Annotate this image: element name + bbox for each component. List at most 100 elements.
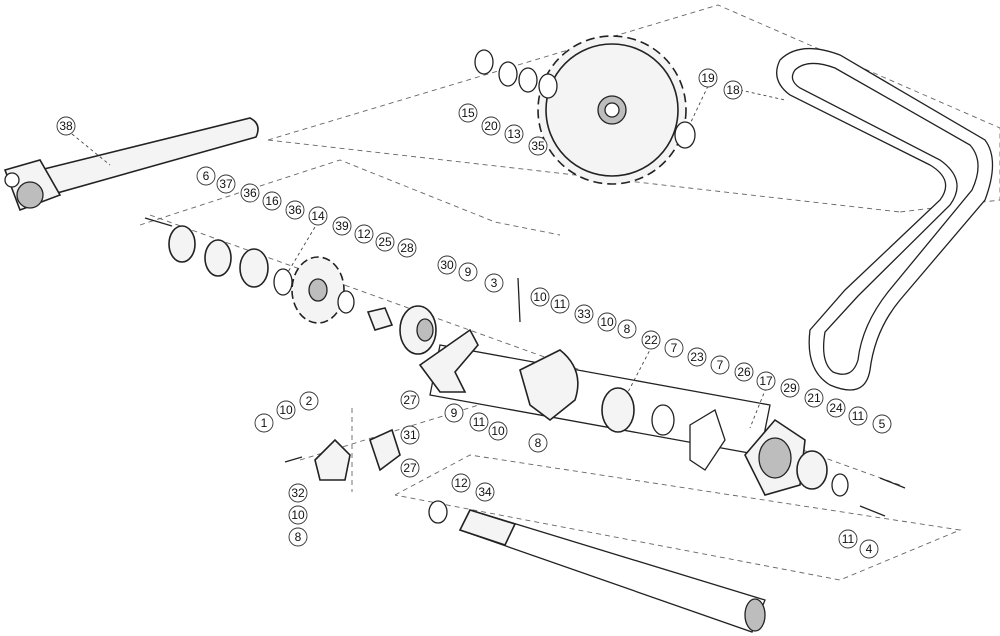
lower-shaft-spline	[458, 509, 517, 546]
bearing-21	[796, 450, 828, 490]
callout-label: 18	[726, 83, 740, 97]
callout-label: 39	[335, 219, 349, 233]
callout-27: 27	[400, 390, 420, 410]
middle-parts	[144, 217, 437, 355]
callout-label: 8	[624, 322, 631, 336]
callout-19: 19	[698, 68, 718, 88]
callout-circle	[475, 482, 495, 502]
callout-label: 35	[531, 139, 545, 153]
callout-8: 8	[288, 527, 308, 547]
callout-circle	[848, 406, 868, 426]
callout-circle	[826, 398, 846, 418]
callout-label: 23	[690, 350, 704, 364]
plate-23	[689, 409, 726, 471]
bolt-5	[879, 477, 906, 489]
callout-30: 30	[437, 255, 457, 275]
callout-circle	[530, 287, 550, 307]
callout-32: 32	[288, 483, 308, 503]
callout-circle	[285, 200, 305, 220]
callout-label: 22	[644, 333, 658, 347]
callout-label: 14	[311, 209, 325, 223]
callout-circle	[469, 412, 489, 432]
callout-24: 24	[826, 398, 846, 418]
callout-circle	[276, 400, 296, 420]
callout-label: 12	[357, 227, 371, 241]
callout-circle	[488, 421, 508, 441]
callout-circle	[528, 136, 548, 156]
callout-label: 19	[701, 71, 715, 85]
large-sprocket	[537, 35, 687, 185]
sprocket-39-hub	[308, 278, 328, 302]
callout-circle	[687, 347, 707, 367]
callout-circle	[288, 527, 308, 547]
callout-14: 14	[308, 206, 328, 226]
callout-21: 21	[804, 388, 824, 408]
callout-37: 37	[216, 174, 236, 194]
callout-label: 9	[451, 406, 458, 420]
bracket-32	[314, 438, 351, 481]
callout-11: 11	[848, 406, 868, 426]
callout-22: 22	[641, 330, 661, 350]
callout-35: 35	[528, 136, 548, 156]
callout-circle	[481, 116, 501, 136]
callout-circle	[240, 183, 260, 203]
ring-15	[474, 49, 494, 75]
callout-label: 25	[378, 235, 392, 249]
bracket-30	[418, 328, 479, 393]
upper-shaft	[3, 117, 259, 212]
ring-20	[498, 61, 518, 87]
upper-shaft-ring	[4, 172, 20, 188]
lower-shaft-end	[744, 598, 766, 632]
chain-belt	[776, 47, 994, 391]
bearing-29	[758, 437, 792, 479]
callout-33: 33	[574, 304, 594, 324]
callout-10: 10	[276, 400, 296, 420]
callout-circle	[664, 338, 684, 358]
leader-17	[749, 387, 767, 429]
callout-5: 5	[872, 414, 892, 434]
callout-label: 11	[554, 297, 567, 311]
callout-circle	[375, 232, 395, 252]
callout-circle	[617, 319, 637, 339]
callout-16: 16	[262, 191, 282, 211]
ring-35	[538, 73, 558, 99]
callout-7: 7	[710, 355, 730, 375]
callout-label: 9	[465, 265, 472, 279]
callout-circle	[397, 238, 417, 258]
callout-23: 23	[687, 347, 707, 367]
callout-label: 30	[440, 258, 454, 272]
ring-13	[518, 67, 538, 93]
callout-36: 36	[285, 200, 305, 220]
flange-37	[204, 239, 232, 277]
callout-circle	[734, 362, 754, 382]
callout-label: 27	[403, 393, 417, 407]
callout-label: 12	[454, 476, 468, 490]
center-tube	[418, 277, 906, 517]
callout-label: 10	[491, 424, 505, 438]
callout-circle	[756, 371, 776, 391]
ring-12	[337, 290, 355, 314]
callout-29: 29	[780, 378, 800, 398]
belt-inner	[791, 62, 979, 375]
callout-circle	[451, 473, 471, 493]
callout-label: 10	[291, 508, 305, 522]
ring-12-lower	[428, 500, 448, 524]
callout-10: 10	[530, 287, 550, 307]
bolt-6	[144, 217, 173, 227]
callout-label: 16	[265, 194, 279, 208]
callout-label: 10	[533, 290, 547, 304]
callout-label: 24	[829, 401, 843, 415]
callout-11: 11	[469, 412, 489, 432]
callout-label: 15	[461, 106, 475, 120]
leader-19	[689, 85, 709, 125]
callout-15: 15	[458, 103, 478, 123]
callout-25: 25	[375, 232, 395, 252]
callout-8: 8	[528, 433, 548, 453]
callout-circle	[484, 273, 504, 293]
callout-circle	[458, 103, 478, 123]
bolt-3	[517, 277, 521, 323]
callout-circle	[354, 224, 374, 244]
callout-circle	[400, 390, 420, 410]
callout-label: 20	[484, 119, 498, 133]
callout-3: 3	[484, 273, 504, 293]
